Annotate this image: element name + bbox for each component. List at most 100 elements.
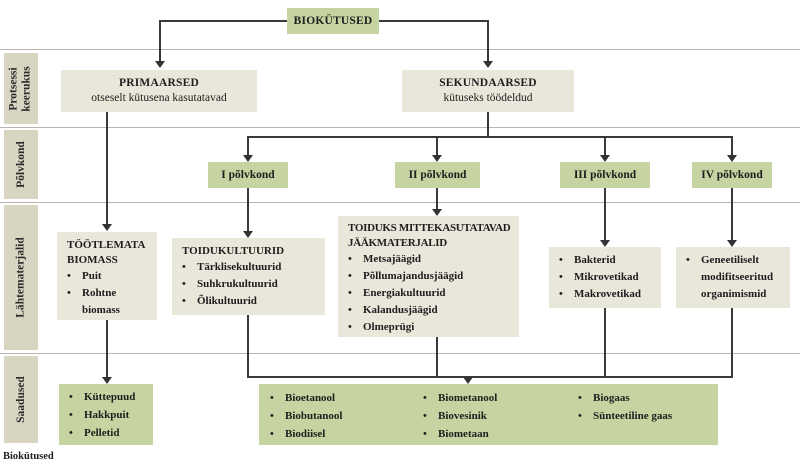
node-title: PRIMAARSED [119, 77, 199, 89]
node-products-primary: Küttepuud Hakkpuit Pelletid [59, 384, 153, 445]
connector-line [487, 112, 489, 138]
bullet-icon [182, 293, 197, 310]
bullet-icon [182, 259, 197, 276]
connector-line [106, 112, 108, 225]
list-item: Mikrovetikad [559, 269, 657, 286]
node-sekundaarsed: SEKUNDAARSED kütuseks töödeldud [402, 70, 574, 112]
list-item: Biogaas [578, 389, 713, 407]
row-divider [0, 202, 800, 203]
connector-line [731, 188, 733, 240]
node-title: IV põlvkond [701, 169, 763, 181]
row-label-text: Põlvkond [14, 141, 27, 188]
bullet-icon [578, 389, 593, 407]
node-subtitle: otseselt kütusena kasutatavad [91, 92, 227, 104]
bullet-icon [559, 286, 574, 303]
connector-line [604, 308, 606, 377]
bullet-icon [67, 285, 82, 319]
list-item: Puit [67, 268, 153, 285]
node-biokytused: BIOKÜTUSED [287, 8, 379, 34]
list-item: Biodiisel [270, 425, 420, 443]
products-column-3: Biogaas Sünteetiline gaas [578, 389, 713, 425]
list-item: Tärklisekultuurid [182, 259, 321, 276]
node-title: BIOMASS [67, 254, 118, 266]
node-title: BIOKÜTUSED [293, 14, 373, 27]
list-item: Biovesinik [423, 407, 573, 425]
arrow-down-icon [463, 377, 473, 384]
node-title: I põlvkond [221, 169, 275, 181]
node-generation-3: III põlvkond [560, 162, 650, 188]
connector-line [487, 20, 489, 61]
list-item: Põllumajandusjäägid [348, 268, 515, 285]
connector-line [106, 320, 108, 377]
list-item: Biobutanool [270, 407, 420, 425]
connector-line [604, 188, 606, 240]
node-title: TOIDUKS MITTEKASUTATAVAD [348, 222, 511, 234]
connector-line [436, 136, 438, 155]
arrow-down-icon [600, 240, 610, 247]
bullet-icon [67, 268, 82, 285]
list-item: Sünteetiline gaas [578, 407, 713, 425]
products-column-2: Biometanool Biovesinik Biometaan [423, 389, 573, 443]
node-generation-4: IV põlvkond [692, 162, 772, 188]
list-item: Küttepuud [69, 388, 149, 406]
arrow-down-icon [243, 231, 253, 238]
list-item: Energiakultuurid [348, 285, 515, 302]
bullet-icon [182, 276, 197, 293]
node-tootlemata-biomass: TÖÖTLEMATA BIOMASS Puit Rohtne biomass [57, 232, 157, 320]
node-title: SEKUNDAARSED [439, 77, 537, 89]
row-divider [0, 49, 800, 50]
connector-line [436, 337, 438, 377]
list-item: Hakkpuit [69, 406, 149, 424]
node-jaakmaterjalid: TOIDUKS MITTEKASUTATAVAD JÄÄKMATERJALID … [338, 216, 519, 337]
list-item: Biometaan [423, 425, 573, 443]
row-divider [0, 127, 800, 128]
row-divider [0, 353, 800, 354]
bullet-icon [270, 407, 285, 425]
connector-line [731, 308, 733, 377]
arrow-down-icon [243, 155, 253, 162]
connector-line [247, 136, 733, 138]
list-item: Metsajäägid [348, 251, 515, 268]
connector-line [436, 188, 438, 209]
arrow-down-icon [102, 224, 112, 231]
connector-line [247, 188, 249, 231]
list-item: Olmeprügi [348, 319, 515, 336]
connector-line [160, 20, 287, 22]
row-label-products: Saadused [4, 356, 38, 443]
arrow-down-icon [600, 155, 610, 162]
bullet-icon [423, 425, 438, 443]
bullet-icon [69, 424, 84, 442]
list-item: Suhkrukultuurid [182, 276, 321, 293]
bullet-icon [69, 388, 84, 406]
bullet-icon [270, 389, 285, 407]
arrow-down-icon [102, 377, 112, 384]
list-item: Geneetiliselt modifitseeritud organimism… [686, 252, 786, 303]
arrow-down-icon [483, 61, 493, 68]
node-toidukultuurid: TOIDUKULTUURID Tärklisekultuurid Suhkruk… [172, 238, 325, 315]
node-title: TÖÖTLEMATA [67, 239, 146, 251]
bullet-icon [69, 406, 84, 424]
bullet-icon [348, 319, 363, 336]
connector-line [731, 136, 733, 155]
node-bakterid-vetikad: Bakterid Mikrovetikad Makrovetikad [549, 247, 661, 308]
arrow-down-icon [432, 155, 442, 162]
connector-line [379, 20, 489, 22]
row-label-text: Lähtematerjalid [14, 237, 27, 318]
row-label-feedstocks: Lähtematerjalid [4, 205, 38, 350]
node-products-secondary: Bioetanool Biobutanool Biodiisel Biometa… [259, 384, 718, 445]
connector-line [159, 20, 161, 61]
node-generation-1: I põlvkond [208, 162, 288, 188]
connector-line [247, 136, 249, 155]
products-column-1: Bioetanool Biobutanool Biodiisel [270, 389, 420, 443]
arrow-down-icon [155, 61, 165, 68]
bullet-icon [559, 252, 574, 269]
connector-line [247, 315, 249, 377]
bullet-icon [348, 302, 363, 319]
list-item: Bakterid [559, 252, 657, 269]
node-title: III põlvkond [573, 169, 637, 181]
arrow-down-icon [432, 209, 442, 216]
row-label-generation: Põlvkond [4, 130, 38, 199]
node-title: TOIDUKULTUURID [182, 245, 285, 257]
bullet-icon [270, 425, 285, 443]
